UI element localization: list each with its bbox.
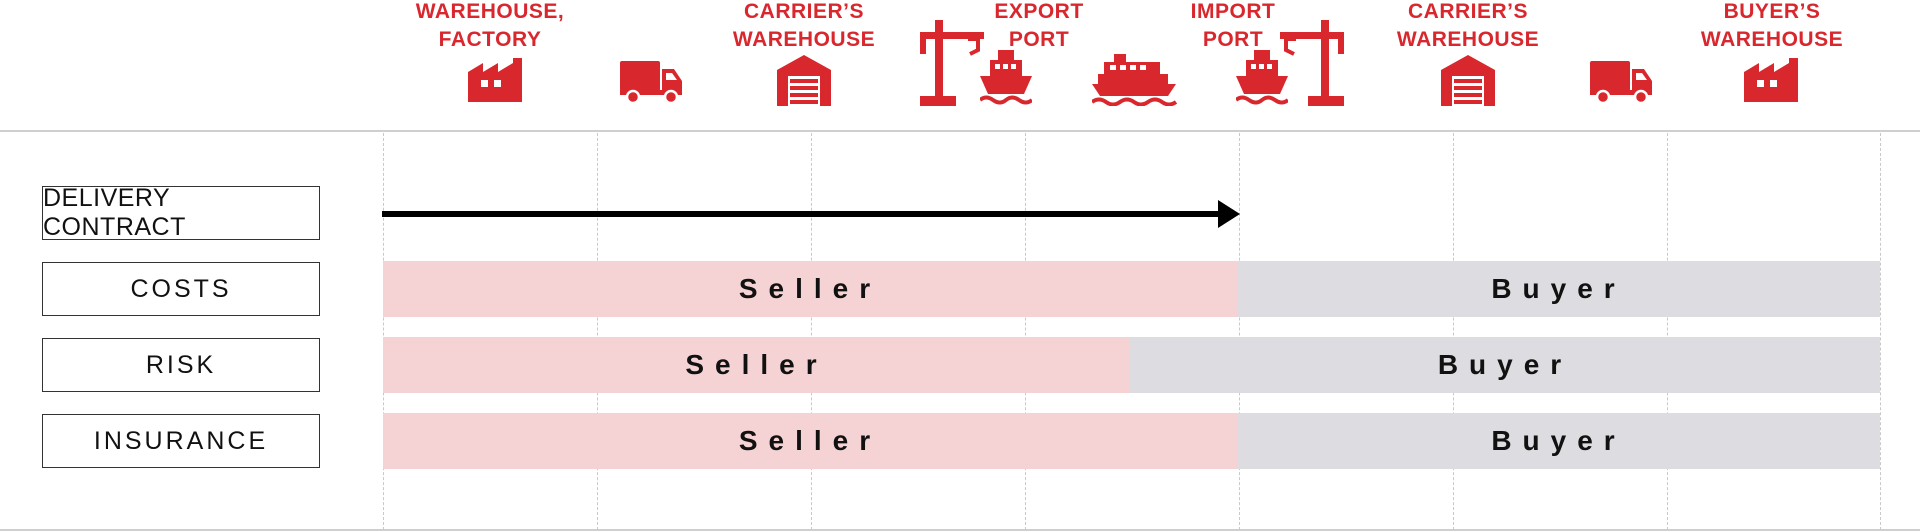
insurance-seller-band: Seller xyxy=(383,413,1237,469)
ship-icon xyxy=(1236,50,1288,105)
stop-gridline xyxy=(1239,133,1240,530)
risk-buyer-band: Buyer xyxy=(1130,337,1880,393)
stop-gridline xyxy=(383,133,384,530)
row-label-costs: COSTS xyxy=(42,262,320,316)
stop-label-buyers-warehouse: BUYER’S WAREHOUSE xyxy=(1700,0,1844,51)
stop-label-export-port: EXPORT PORT xyxy=(994,0,1084,51)
warehouse-icon xyxy=(1441,55,1495,106)
costs-buyer-label: Buyer xyxy=(1491,273,1626,304)
row-label-insurance: INSURANCE xyxy=(42,414,320,468)
risk-seller-band: Seller xyxy=(383,337,1130,393)
factory-icon xyxy=(1744,58,1798,102)
crane-icon xyxy=(920,20,984,106)
costs-buyer-band: Buyer xyxy=(1237,261,1880,317)
stop-gridline xyxy=(1025,133,1026,530)
insurance-seller-label: Seller xyxy=(738,425,882,456)
costs-seller-label: Seller xyxy=(738,273,882,304)
header-divider xyxy=(0,130,1920,132)
stop-gridline xyxy=(1880,133,1881,530)
insurance-buyer-band: Buyer xyxy=(1237,413,1880,469)
stop-gridline xyxy=(1453,133,1454,530)
risk-seller-label: Seller xyxy=(685,349,828,380)
stop-label-carriers-warehouse-destination: CARRIER’S WAREHOUSE xyxy=(1396,0,1540,51)
factory-icon xyxy=(468,58,522,102)
row-label-risk: RISK xyxy=(42,338,320,392)
row-label-delivery-contract: DELIVERY CONTRACT xyxy=(42,184,320,241)
stop-gridline xyxy=(1667,133,1668,530)
ship-icon xyxy=(980,50,1032,105)
ferry-icon xyxy=(1092,54,1178,106)
crane-icon xyxy=(1280,20,1344,106)
delivery-contract-arrowhead xyxy=(1218,200,1240,228)
stop-label-import-port: IMPORT PORT xyxy=(1190,0,1276,51)
costs-seller-band: Seller xyxy=(383,261,1237,317)
footer-divider xyxy=(0,529,1920,531)
stop-label-warehouse-factory: WAREHOUSE, FACTORY xyxy=(415,0,565,51)
stop-label-carriers-warehouse-origin: CARRIER’S WAREHOUSE xyxy=(732,0,876,51)
stop-gridline xyxy=(597,133,598,530)
truck-icon xyxy=(1590,61,1652,105)
delivery-contract-arrow xyxy=(382,211,1220,217)
risk-buyer-label: Buyer xyxy=(1437,349,1573,380)
truck-icon xyxy=(620,61,682,105)
insurance-buyer-label: Buyer xyxy=(1491,425,1626,456)
warehouse-icon xyxy=(777,55,831,106)
stop-gridline xyxy=(811,133,812,530)
